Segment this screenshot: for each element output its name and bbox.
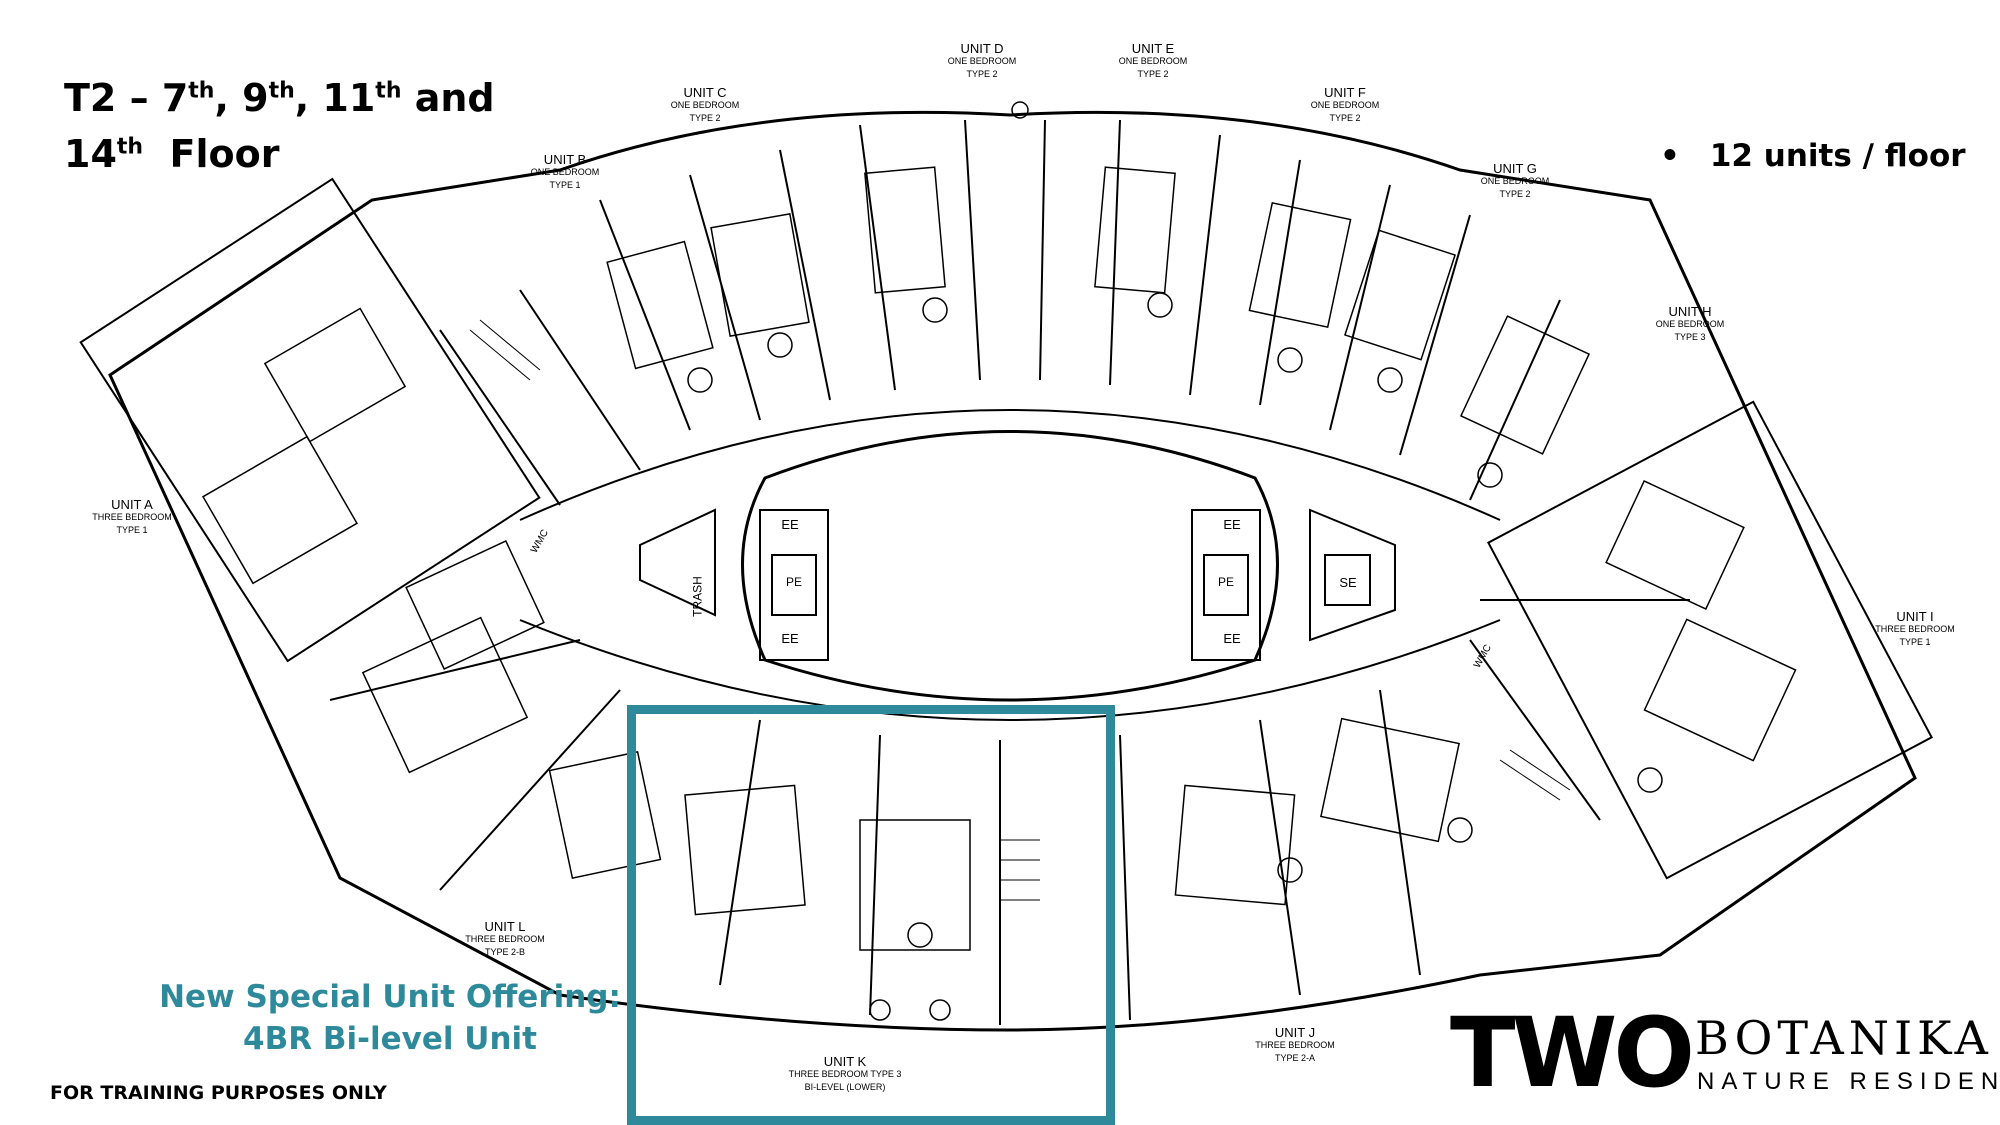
bullet-icon: •	[1660, 138, 1680, 174]
units-per-floor: •12 units / floor	[1660, 138, 1966, 174]
core-left	[639, 508, 829, 661]
brand-name: BOTANIKA	[1695, 1011, 1993, 1065]
floor-title-line2: 14th Floor	[64, 132, 280, 176]
furniture	[687, 101, 1663, 1021]
core-right	[1191, 508, 1396, 661]
training-note: FOR TRAINING PURPOSES ONLY	[50, 1082, 387, 1104]
unit-a-outline	[79, 177, 541, 663]
elevator-label: EE	[1223, 631, 1241, 646]
elevator-label: EE	[781, 631, 799, 646]
unit-dividers-top	[439, 119, 1561, 506]
passenger-elevator-label: PE	[1217, 575, 1235, 589]
floor-title: T2 – 7th, 9th, 11th and 14th Floor	[64, 70, 495, 182]
floor-title-line1: T2 – 7th, 9th, 11th and	[64, 76, 495, 120]
service-elevator-label: SE	[1339, 575, 1357, 590]
passenger-elevator-label: PE	[785, 575, 803, 589]
stairs	[469, 319, 1571, 901]
rooms	[202, 166, 1797, 951]
corridor-inner	[519, 619, 1501, 721]
unit-i-outline	[1487, 400, 1933, 880]
brand-tagline: NATURE RESIDENCES	[1697, 1068, 2000, 1095]
special-offering-text: New Special Unit Offering: 4BR Bi-level …	[159, 979, 621, 1057]
elevator-label: EE	[1223, 517, 1241, 532]
unit-k-highlight-box	[627, 705, 1115, 1125]
corridor-outer	[519, 409, 1501, 521]
trash-room-label: TRASH	[690, 576, 705, 617]
building-outer-wall	[108, 110, 1917, 1032]
elevator-label: EE	[781, 517, 799, 532]
brand-wordmark: TWO	[1450, 997, 1695, 1109]
